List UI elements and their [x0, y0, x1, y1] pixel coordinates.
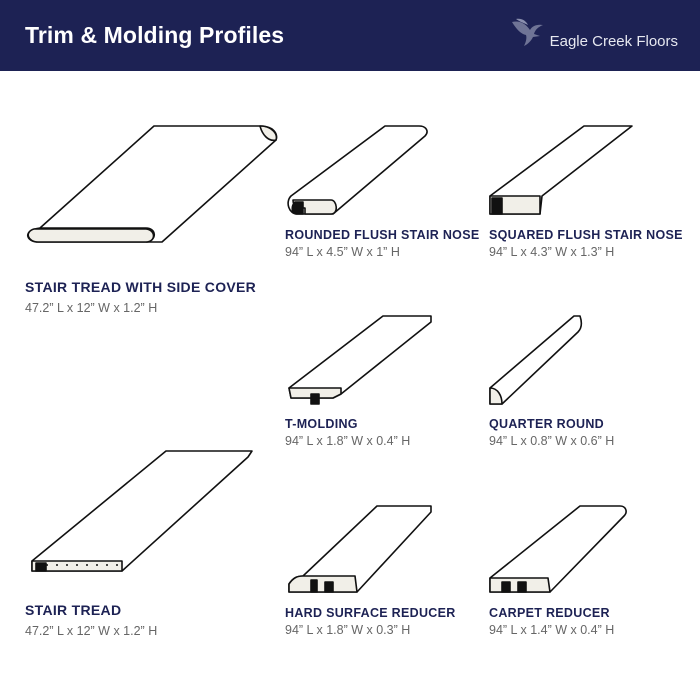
label-stair-tread-side-cover: STAIR TREAD WITH SIDE COVER — [25, 279, 257, 295]
dims-quarter-round: 94” L x 0.8” W x 0.6” H — [489, 434, 615, 448]
dims-squared-flush-stair-nose: 94” L x 4.3” W x 1.3” H — [489, 245, 615, 259]
product-stair-tread — [22, 447, 262, 587]
product-stair-tread-side-cover — [22, 120, 282, 260]
label-carpet-reducer: CARPET REDUCER — [489, 606, 610, 620]
label-rounded-flush-stair-nose: ROUNDED FLUSH STAIR NOSE — [285, 228, 480, 242]
product-quarter-round — [488, 312, 588, 412]
stair-tread-illustration — [31, 450, 253, 572]
dims-t-molding: 94” L x 1.8” W x 0.4” H — [285, 434, 411, 448]
dims-stair-tread-side-cover: 47.2” L x 12” W x 1.2” H — [25, 301, 158, 315]
rounded-flush-stair-nose-illustration — [287, 125, 428, 215]
product-carpet-reducer — [488, 502, 638, 602]
label-squared-flush-stair-nose: SQUARED FLUSH STAIR NOSE — [489, 228, 683, 242]
dims-hard-surface-reducer: 94” L x 1.8” W x 0.3” H — [285, 623, 411, 637]
product-t-molding — [285, 312, 435, 412]
dims-stair-tread: 47.2” L x 12” W x 1.2” H — [25, 624, 158, 638]
hard-surface-reducer-illustration — [288, 505, 432, 593]
t-molding-illustration — [288, 315, 432, 405]
quarter-round-illustration — [489, 315, 583, 405]
carpet-reducer-illustration — [489, 505, 627, 593]
product-hard-surface-reducer — [285, 502, 435, 602]
header-banner: Trim & Molding Profiles Eagle Creek Floo… — [0, 0, 700, 71]
label-t-molding: T-MOLDING — [285, 417, 358, 431]
label-stair-tread: STAIR TREAD — [25, 602, 122, 618]
eagle-icon — [512, 18, 543, 46]
label-hard-surface-reducer: HARD SURFACE REDUCER — [285, 606, 456, 620]
dims-carpet-reducer: 94” L x 1.4” W x 0.4” H — [489, 623, 615, 637]
stair-tread-side-cover-illustration — [26, 125, 278, 243]
product-squared-flush-stair-nose — [488, 122, 638, 222]
page-title: Trim & Molding Profiles — [25, 22, 285, 48]
product-rounded-flush-stair-nose — [285, 122, 435, 222]
squared-flush-stair-nose-illustration — [489, 125, 633, 215]
brand-logo: Eagle Creek Floors — [512, 16, 678, 56]
dims-rounded-flush-stair-nose: 94” L x 4.5” W x 1” H — [285, 245, 400, 259]
brand-name: Eagle Creek Floors — [549, 33, 678, 50]
label-quarter-round: QUARTER ROUND — [489, 417, 605, 431]
